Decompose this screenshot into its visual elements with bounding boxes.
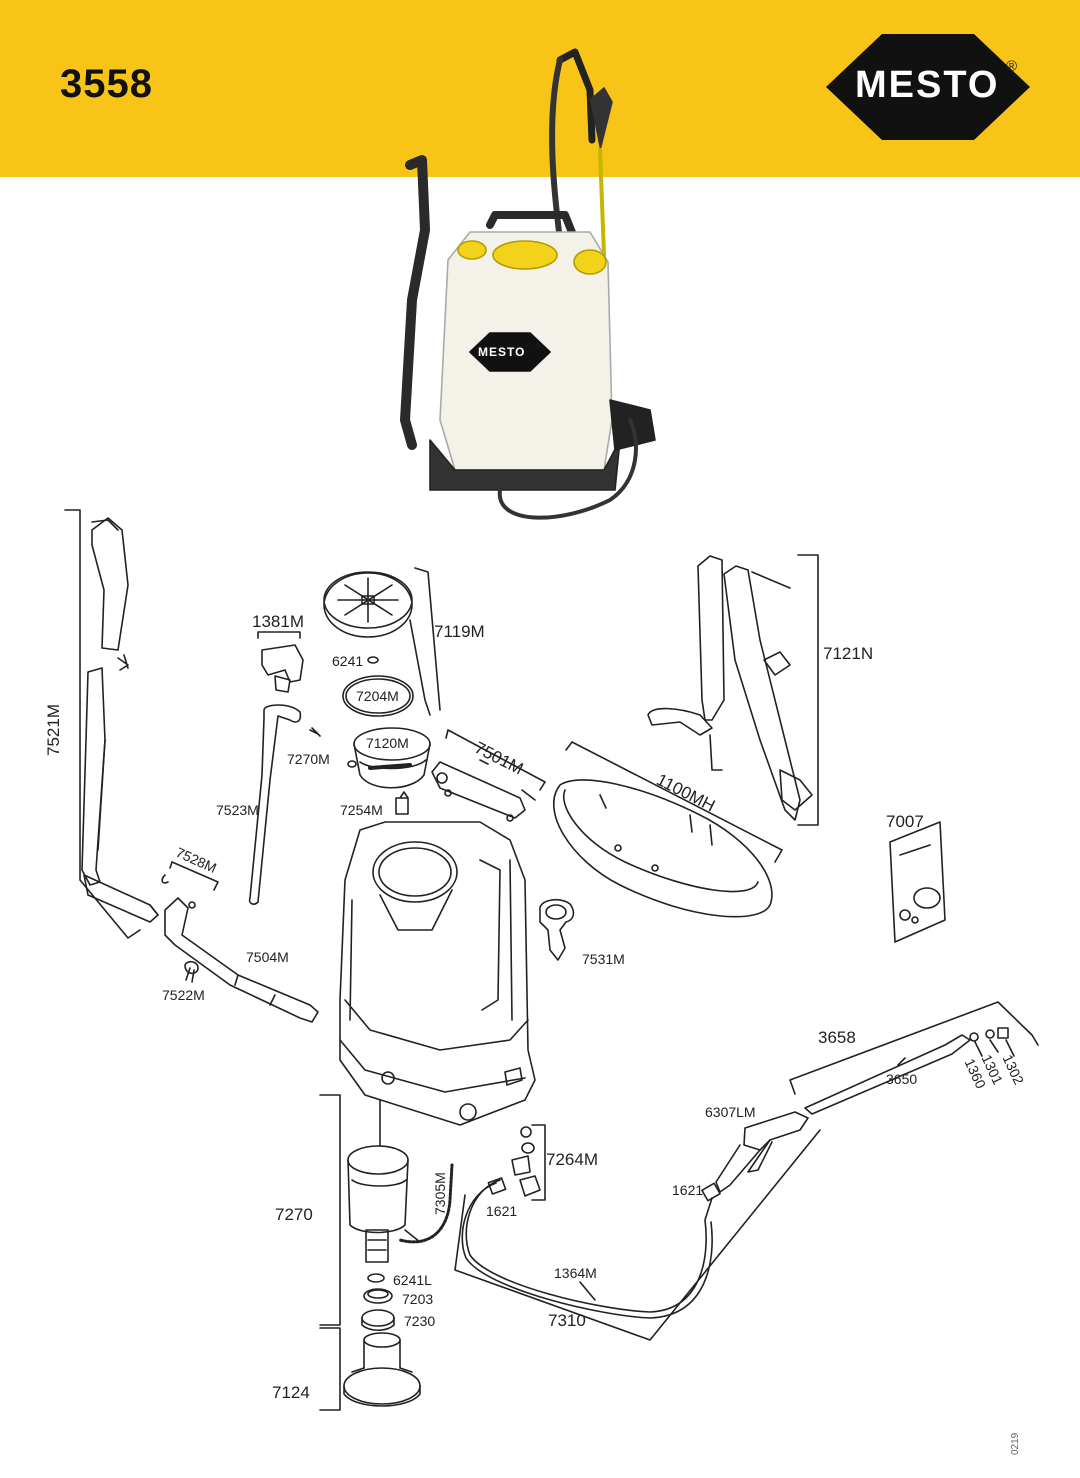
label-7504M: 7504M bbox=[246, 949, 289, 965]
part-7270M bbox=[309, 727, 321, 737]
label-1364M: 1364M bbox=[554, 1265, 597, 1281]
part-7007 bbox=[889, 821, 946, 943]
label-7521M: 7521M bbox=[44, 704, 63, 756]
label-7119M: 7119M bbox=[434, 622, 485, 641]
brand-name: MESTO bbox=[855, 64, 1000, 106]
part-7523M bbox=[248, 704, 302, 905]
part-1381M bbox=[257, 631, 304, 693]
part-3658 bbox=[789, 1001, 1039, 1115]
label-7254M: 7254M bbox=[340, 802, 383, 818]
part-7504M bbox=[164, 897, 319, 1023]
part-7119M bbox=[323, 567, 441, 717]
part-7528M bbox=[161, 861, 219, 909]
label-6241L: 6241L bbox=[393, 1272, 432, 1288]
label-3658: 3658 bbox=[818, 1028, 856, 1047]
part-7121N bbox=[647, 554, 819, 826]
tank-logo: MESTO bbox=[478, 345, 526, 359]
label-1621-a: 1621 bbox=[486, 1203, 518, 1219]
label-7531M: 7531M bbox=[582, 951, 625, 967]
label-3650: 3650 bbox=[886, 1071, 918, 1087]
model-number: 3558 bbox=[60, 62, 153, 106]
part-1100MH bbox=[552, 741, 783, 918]
label-7270: 7270 bbox=[275, 1205, 313, 1224]
label-7264M: 7264M bbox=[546, 1150, 598, 1169]
part-7305M bbox=[398, 1163, 454, 1244]
part-7254M bbox=[395, 791, 409, 815]
part-7531M bbox=[539, 898, 575, 961]
label-7230: 7230 bbox=[404, 1313, 436, 1329]
label-7204M: 7204M bbox=[356, 688, 399, 704]
product-photo bbox=[400, 48, 656, 520]
part-6307LM bbox=[715, 1111, 809, 1193]
label-7522M: 7522M bbox=[162, 987, 205, 1003]
tank-housing bbox=[339, 821, 536, 1126]
label-7007: 7007 bbox=[886, 812, 924, 831]
footer-code: 0219 bbox=[1010, 1432, 1021, 1455]
part-7264M bbox=[511, 1124, 546, 1201]
part-7124 bbox=[319, 1327, 421, 1411]
part-7120M bbox=[347, 727, 431, 789]
brand-logo bbox=[826, 34, 1030, 140]
part-7270 bbox=[319, 1094, 421, 1326]
label-7124: 7124 bbox=[272, 1383, 310, 1402]
label-7310: 7310 bbox=[548, 1311, 586, 1330]
label-7305M: 7305M bbox=[432, 1172, 448, 1215]
part-7310-hose bbox=[454, 1129, 821, 1341]
label-6307LM: 6307LM bbox=[705, 1104, 756, 1120]
label-7120M: 7120M bbox=[366, 735, 409, 751]
label-7270M: 7270M bbox=[287, 751, 330, 767]
label-6241: 6241 bbox=[332, 653, 364, 669]
part-7522M bbox=[184, 960, 199, 983]
lever-assembly-7521M bbox=[64, 509, 159, 939]
tank-logo-mark: ® bbox=[535, 344, 541, 351]
part-7501M bbox=[431, 729, 546, 822]
label-1381M: 1381M bbox=[252, 612, 304, 631]
label-7523M: 7523M bbox=[216, 802, 259, 818]
registered-mark: ® bbox=[1006, 58, 1018, 75]
label-7203: 7203 bbox=[402, 1291, 434, 1307]
label-1621-b: 1621 bbox=[672, 1182, 704, 1198]
part-rings bbox=[361, 1273, 395, 1332]
label-7121N: 7121N bbox=[823, 644, 874, 663]
